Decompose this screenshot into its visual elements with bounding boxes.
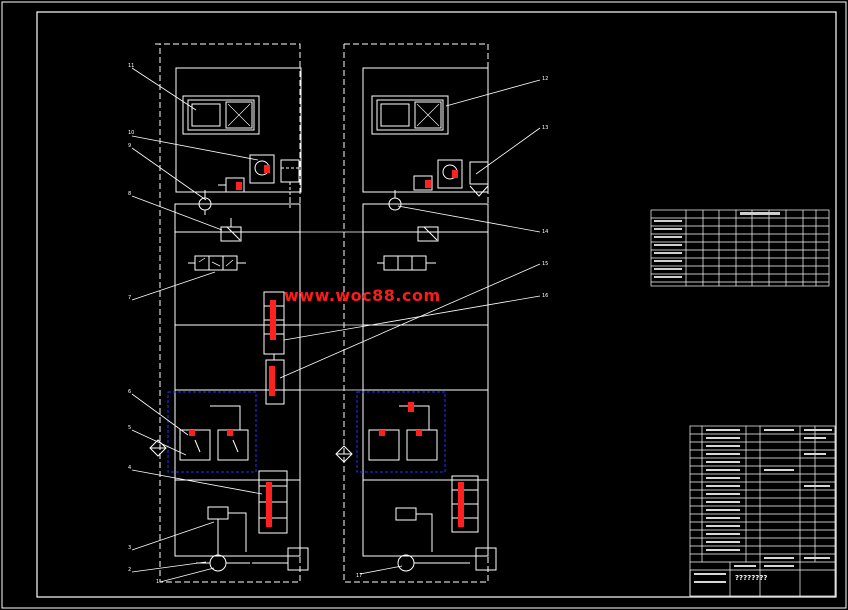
callout-left-9: 3	[128, 545, 131, 551]
callout-left-5: 7	[128, 295, 131, 301]
callout-right-2: 13	[542, 125, 548, 131]
cross-lines	[300, 231, 363, 391]
left-group-box	[167, 391, 257, 473]
red-markers	[189, 165, 464, 527]
left-motor-outer	[182, 95, 260, 135]
callout-left-11: 1	[156, 579, 159, 585]
callout-labels: 11 10 9 8 7 6 5 4 3 2 1 12 13 14 15 16 1…	[128, 63, 548, 585]
right-pump	[397, 554, 415, 572]
callout-left-7: 5	[128, 425, 131, 431]
left-directional-valve	[194, 255, 238, 271]
left-dashed-boundary	[155, 43, 301, 583]
left-circuit	[149, 43, 309, 583]
right-directional-valve	[383, 255, 427, 271]
left-main-block	[174, 203, 301, 557]
right-tank	[475, 547, 497, 571]
parameter-table-fill	[654, 212, 780, 278]
inner-frame	[36, 11, 837, 598]
callout-left-3: 9	[128, 143, 131, 149]
callout-left-1: 11	[128, 63, 134, 69]
leader-lines	[131, 67, 541, 583]
watermark: www.woc88.com	[284, 286, 441, 305]
callout-left-6: 6	[128, 389, 131, 395]
right-main-block	[362, 203, 489, 557]
callout-right-3: 14	[542, 229, 548, 235]
callout-right-1: 12	[542, 76, 548, 82]
callout-left-8: 4	[128, 465, 131, 471]
title-block-fill	[694, 429, 832, 583]
parameter-table	[650, 209, 830, 287]
title-block-text: ????????	[735, 574, 768, 582]
title-block	[689, 425, 836, 597]
right-group-box	[356, 391, 446, 473]
left-tank	[287, 547, 309, 571]
callout-left-2: 10	[128, 130, 134, 136]
callout-right-4: 15	[542, 261, 548, 267]
right-dashed-boundary	[343, 43, 489, 583]
right-motor-outer	[371, 95, 449, 135]
callout-left-4: 8	[128, 191, 131, 197]
callout-right-5: 16	[542, 293, 548, 299]
callout-right-6: 17	[356, 573, 362, 579]
callout-left-10: 2	[128, 567, 131, 573]
right-circuit	[335, 43, 497, 583]
